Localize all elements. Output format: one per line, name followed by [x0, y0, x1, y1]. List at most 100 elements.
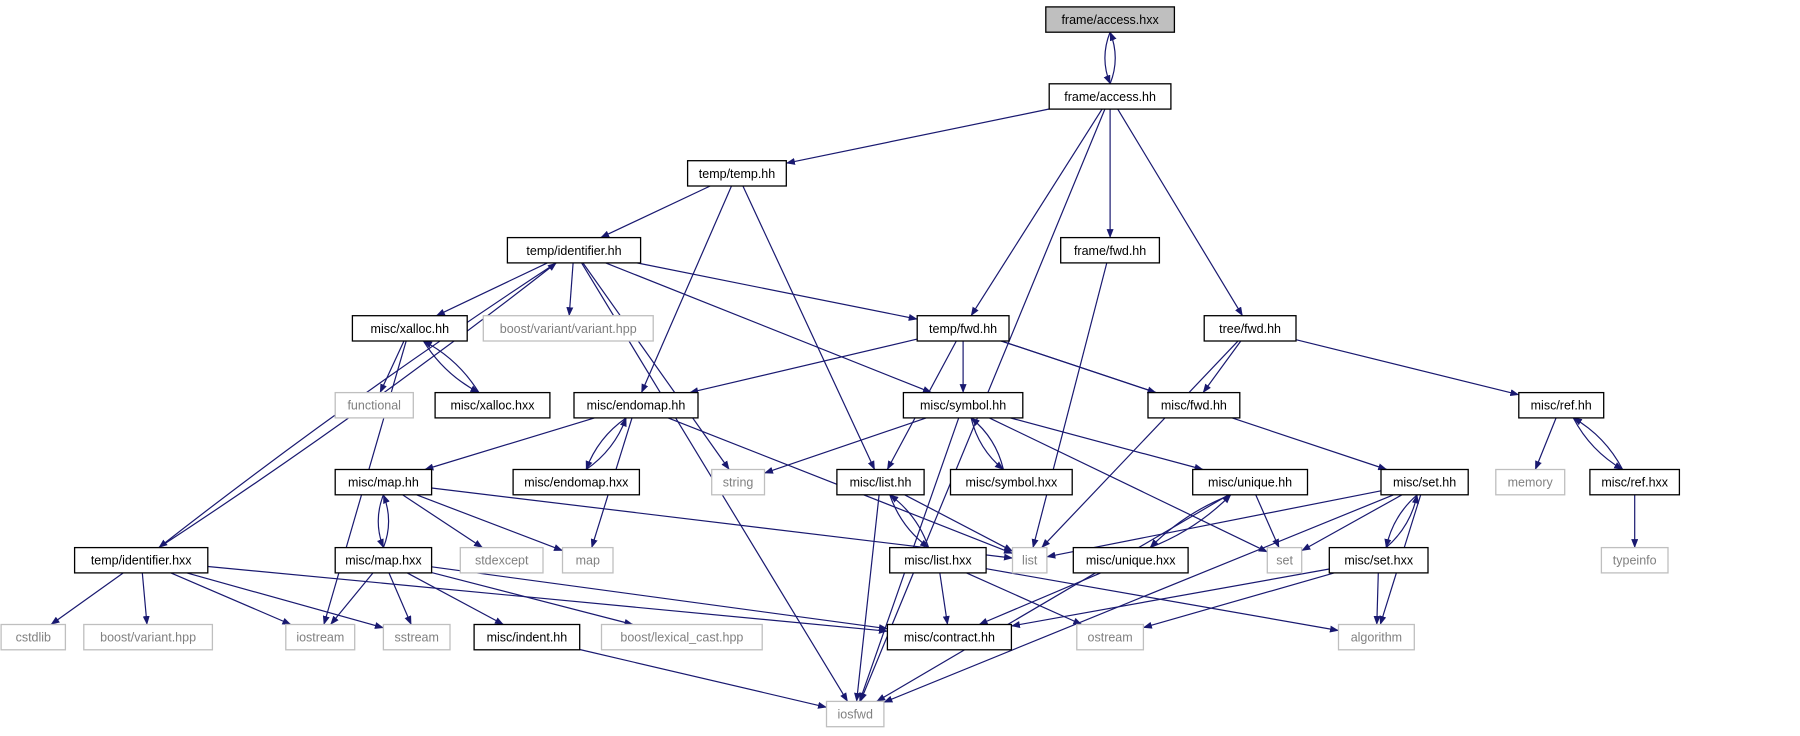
- node-box: [825, 700, 885, 728]
- node-box: [1495, 468, 1566, 496]
- node-label: misc/list.hh: [850, 476, 912, 490]
- node-label: temp/identifier.hxx: [91, 554, 192, 568]
- edge-set_hxx-to-set_hh: [1385, 494, 1419, 549]
- node-symbol-hh[interactable]: misc/symbol.hh: [902, 391, 1024, 419]
- node-box: [573, 391, 699, 419]
- node-ref-hxx[interactable]: misc/ref.hxx: [1589, 468, 1681, 496]
- node-box: [1266, 546, 1303, 574]
- node-ident-hxx[interactable]: temp/identifier.hxx: [73, 546, 209, 574]
- edge-set_hh-to-set: [1301, 494, 1403, 552]
- node-label: temp/identifier.hh: [526, 244, 621, 258]
- edge-set_hh-to-iosfwd: [883, 494, 1394, 703]
- edge-access_hh-to-temp_hh: [785, 108, 1050, 165]
- node-xalloc-hxx[interactable]: misc/xalloc.hxx: [434, 391, 551, 419]
- node-box: [902, 391, 1024, 419]
- edge-ref_hxx-to-ref_hh: [1572, 417, 1624, 470]
- node-iosfwd: iosfwd: [825, 700, 885, 728]
- node-box: [916, 315, 1010, 342]
- edge-unique_hh-to-iosfwd: [876, 494, 1229, 702]
- node-label: misc/map.hh: [348, 476, 419, 490]
- edge-list_hxx-to-algorithm: [985, 568, 1339, 633]
- node-label: misc/symbol.hxx: [966, 476, 1058, 490]
- edge-list_hh-to-list: [904, 494, 1013, 552]
- node-box: [1060, 236, 1161, 264]
- edge-map_hh-to-stdexcept: [402, 494, 483, 549]
- edge-map_hxx-to-iostream: [330, 572, 374, 625]
- edge-unique_hh-to-set: [1255, 494, 1280, 549]
- edge-set_hxx-to-algorithm: [1373, 572, 1381, 625]
- node-box: [686, 160, 787, 187]
- node-label: frame/access.hh: [1064, 90, 1156, 104]
- node-unique-hh[interactable]: misc/unique.hh: [1192, 468, 1309, 496]
- edge-list_hh-to-iosfwd: [854, 494, 880, 702]
- node-box: [949, 468, 1073, 496]
- node-label: misc/map.hxx: [345, 554, 422, 568]
- node-symbol-hxx[interactable]: misc/symbol.hxx: [949, 468, 1073, 496]
- node-box: [73, 546, 209, 574]
- node-box: [889, 546, 987, 574]
- node-label: frame/access.hxx: [1061, 13, 1159, 27]
- node-label: misc/set.hxx: [1344, 554, 1414, 568]
- node-label: boost/lexical_cast.hpp: [620, 631, 743, 645]
- node-label: sstream: [394, 631, 438, 645]
- edge-set_hh-to-list: [1046, 490, 1382, 559]
- node-tree-fwd[interactable]: tree/fwd.hh: [1203, 315, 1297, 342]
- node-label: misc/ref.hh: [1531, 399, 1592, 413]
- node-indent-hh[interactable]: misc/indent.hh: [473, 623, 581, 651]
- edge-symbol_hh-to-unique_hh: [1010, 417, 1204, 471]
- node-access-hh[interactable]: frame/access.hh: [1048, 83, 1172, 110]
- node-box: [1147, 391, 1241, 419]
- edge-ident_hxx-to-iostream: [170, 572, 292, 626]
- node-box: [1380, 468, 1469, 496]
- node-list-hh[interactable]: misc/list.hh: [836, 468, 925, 496]
- edge-unique_hh-to-unique_hxx: [1149, 494, 1232, 549]
- edge-ident_hh-to-symbol_hh: [605, 262, 932, 394]
- node-xalloc-hh[interactable]: misc/xalloc.hh: [351, 315, 468, 342]
- nodes-layer: frame/access.hxx frame/access.hh temp/temp…: [0, 6, 1681, 728]
- node-label: frame/fwd.hh: [1074, 244, 1146, 258]
- node-unique-hxx[interactable]: misc/unique.hxx: [1072, 546, 1189, 574]
- node-box: [334, 468, 433, 496]
- node-ref-hh[interactable]: misc/ref.hh: [1518, 391, 1605, 419]
- edge-unique_hxx-to-contract_hh: [978, 572, 1102, 626]
- node-temp-fwd[interactable]: temp/fwd.hh: [916, 315, 1010, 342]
- node-box: [473, 623, 581, 651]
- edge-access_hxx-to-access_hh: [1103, 31, 1111, 85]
- node-box: [1072, 546, 1189, 574]
- node-ident-hh[interactable]: temp/identifier.hh: [506, 236, 642, 264]
- node-box: [83, 623, 214, 651]
- node-access-hxx[interactable]: frame/access.hxx: [1045, 6, 1176, 33]
- node-box: [1192, 468, 1309, 496]
- node-contract-hh[interactable]: misc/contract.hh: [886, 623, 1013, 651]
- edge-tree_fwd-to-list: [1041, 340, 1239, 549]
- edge-tree_fwd-to-misc_fwd: [1202, 340, 1242, 394]
- node-endomap-hxx[interactable]: misc/endomap.hxx: [512, 468, 641, 496]
- node-list: list: [1011, 546, 1048, 574]
- node-box: [1203, 315, 1297, 342]
- node-box: [482, 315, 654, 342]
- node-boost-variant-variant: boost/variant/variant.hpp: [482, 315, 654, 342]
- node-label: iosfwd: [837, 708, 872, 722]
- node-box: [351, 315, 468, 342]
- node-list-hxx[interactable]: misc/list.hxx: [889, 546, 987, 574]
- node-box: [1337, 623, 1415, 651]
- edge-list_hxx-to-contract_hh: [939, 572, 950, 625]
- node-misc-fwd[interactable]: misc/fwd.hh: [1147, 391, 1241, 419]
- node-set-hh[interactable]: misc/set.hh: [1380, 468, 1469, 496]
- node-lexical-cast: boost/lexical_cast.hpp: [600, 623, 763, 651]
- edge-endomap_hxx-to-endomap_hh: [585, 417, 627, 470]
- node-frame-fwd[interactable]: frame/fwd.hh: [1060, 236, 1161, 264]
- node-memory: memory: [1495, 468, 1566, 496]
- node-set-hxx[interactable]: misc/set.hxx: [1328, 546, 1429, 574]
- node-endomap-hh[interactable]: misc/endomap.hh: [573, 391, 699, 419]
- node-map-hxx[interactable]: misc/map.hxx: [334, 546, 433, 574]
- edge-access_hh-to-tree_fwd: [1117, 108, 1244, 317]
- node-label: misc/set.hh: [1393, 476, 1456, 490]
- edge-list_hxx-to-list_hh: [889, 494, 930, 548]
- node-box: [0, 623, 67, 651]
- node-map-hh[interactable]: misc/map.hh: [334, 468, 433, 496]
- edge-access_hh-to-access_hxx: [1109, 31, 1117, 85]
- node-temp-hh[interactable]: temp/temp.hh: [686, 160, 787, 187]
- node-label: map: [576, 554, 600, 568]
